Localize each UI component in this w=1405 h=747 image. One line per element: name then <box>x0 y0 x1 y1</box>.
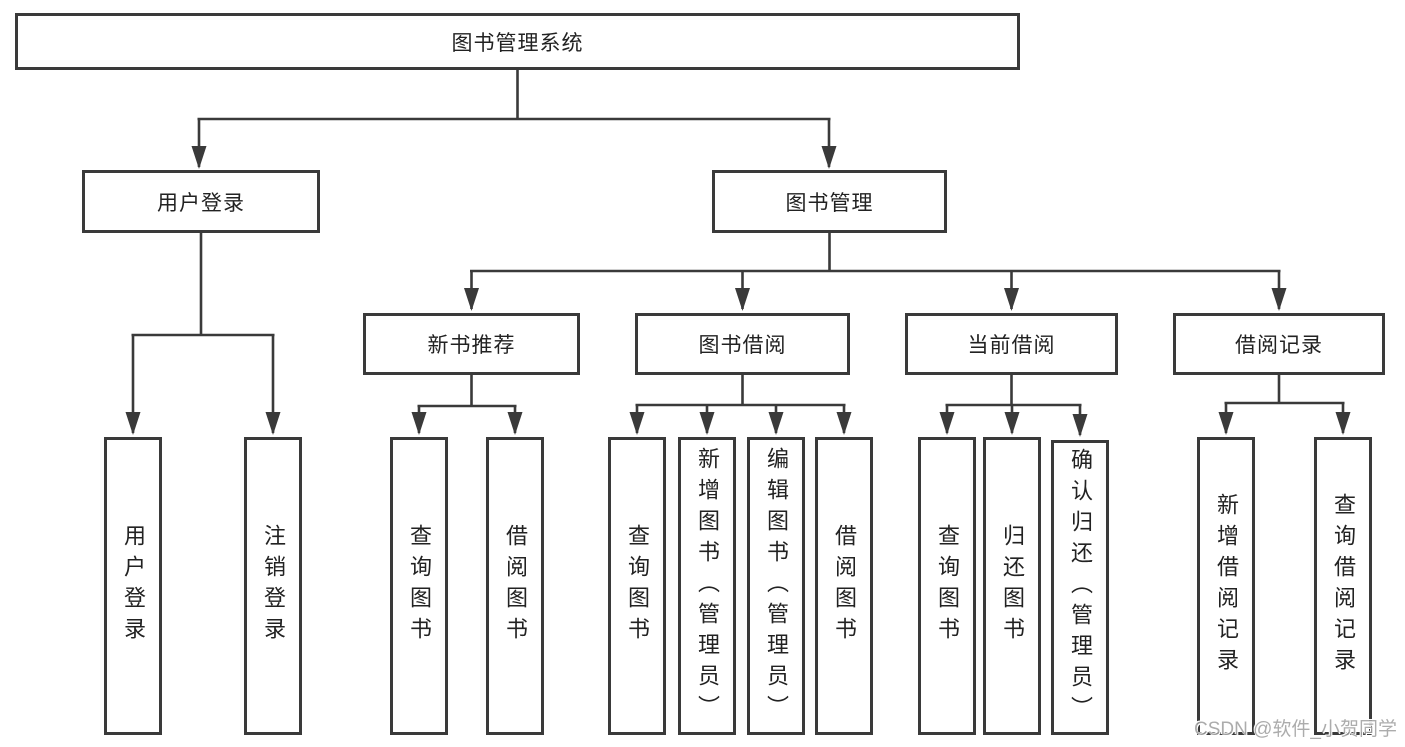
leaf-records-add-label: 新增借阅记录 <box>1214 493 1239 679</box>
leaf-newbooks-borrow-label: 借阅图书 <box>503 524 528 648</box>
leaf-borrow-add-admin: 新增图书（管理员） <box>678 437 736 735</box>
leaf-current-return: 归还图书 <box>983 437 1041 735</box>
csdn-watermark: CSDN @软件_小贺同学 <box>1194 719 1397 740</box>
leaf-records-query: 查询借阅记录 <box>1314 437 1372 735</box>
node-user-login-label: 用户登录 <box>157 191 245 215</box>
node-new-book-recommend: 新书推荐 <box>363 313 580 375</box>
leaf-borrow-borrow-label: 借阅图书 <box>832 524 857 648</box>
leaf-user-login: 用户登录 <box>104 437 162 735</box>
node-book-borrow-label: 图书借阅 <box>698 334 787 357</box>
leaf-borrow-borrow: 借阅图书 <box>815 437 873 735</box>
node-user-login: 用户登录 <box>82 170 320 233</box>
node-current-borrow-label: 当前借阅 <box>967 334 1056 357</box>
node-new-book-recommend-label: 新书推荐 <box>427 334 516 357</box>
leaf-borrow-query-label: 查询图书 <box>625 524 650 648</box>
leaf-current-confirm-admin: 确认归还（管理员） <box>1051 440 1109 735</box>
leaf-user-login-label: 用户登录 <box>121 524 146 648</box>
node-book-borrow: 图书借阅 <box>635 313 850 375</box>
leaf-borrow-query: 查询图书 <box>608 437 666 735</box>
node-book-management-label: 图书管理 <box>785 191 874 215</box>
leaf-current-query-label: 查询图书 <box>935 524 960 648</box>
node-borrow-records-label: 借阅记录 <box>1235 334 1323 357</box>
leaf-borrow-edit-admin: 编辑图书（管理员） <box>747 437 805 735</box>
node-borrow-records: 借阅记录 <box>1173 313 1385 375</box>
leaf-records-add: 新增借阅记录 <box>1197 437 1255 735</box>
leaf-current-return-label: 归还图书 <box>1000 524 1025 648</box>
leaf-current-query: 查询图书 <box>918 437 976 735</box>
leaf-newbooks-query: 查询图书 <box>390 437 448 735</box>
leaf-current-confirm-admin-label: 确认归还（管理员） <box>1068 448 1093 727</box>
leaf-borrow-add-admin-label: 新增图书（管理员） <box>695 446 720 726</box>
leaf-records-query-label: 查询借阅记录 <box>1331 493 1356 679</box>
leaf-logout: 注销登录 <box>244 437 302 735</box>
leaf-newbooks-query-label: 查询图书 <box>407 524 432 648</box>
node-root: 图书管理系统 <box>15 13 1020 70</box>
node-root-label: 图书管理系统 <box>451 31 584 55</box>
node-current-borrow: 当前借阅 <box>905 313 1118 375</box>
leaf-logout-label: 注销登录 <box>261 524 286 648</box>
node-book-management: 图书管理 <box>712 170 947 233</box>
leaf-newbooks-borrow: 借阅图书 <box>486 437 544 735</box>
leaf-borrow-edit-admin-label: 编辑图书（管理员） <box>764 446 789 726</box>
